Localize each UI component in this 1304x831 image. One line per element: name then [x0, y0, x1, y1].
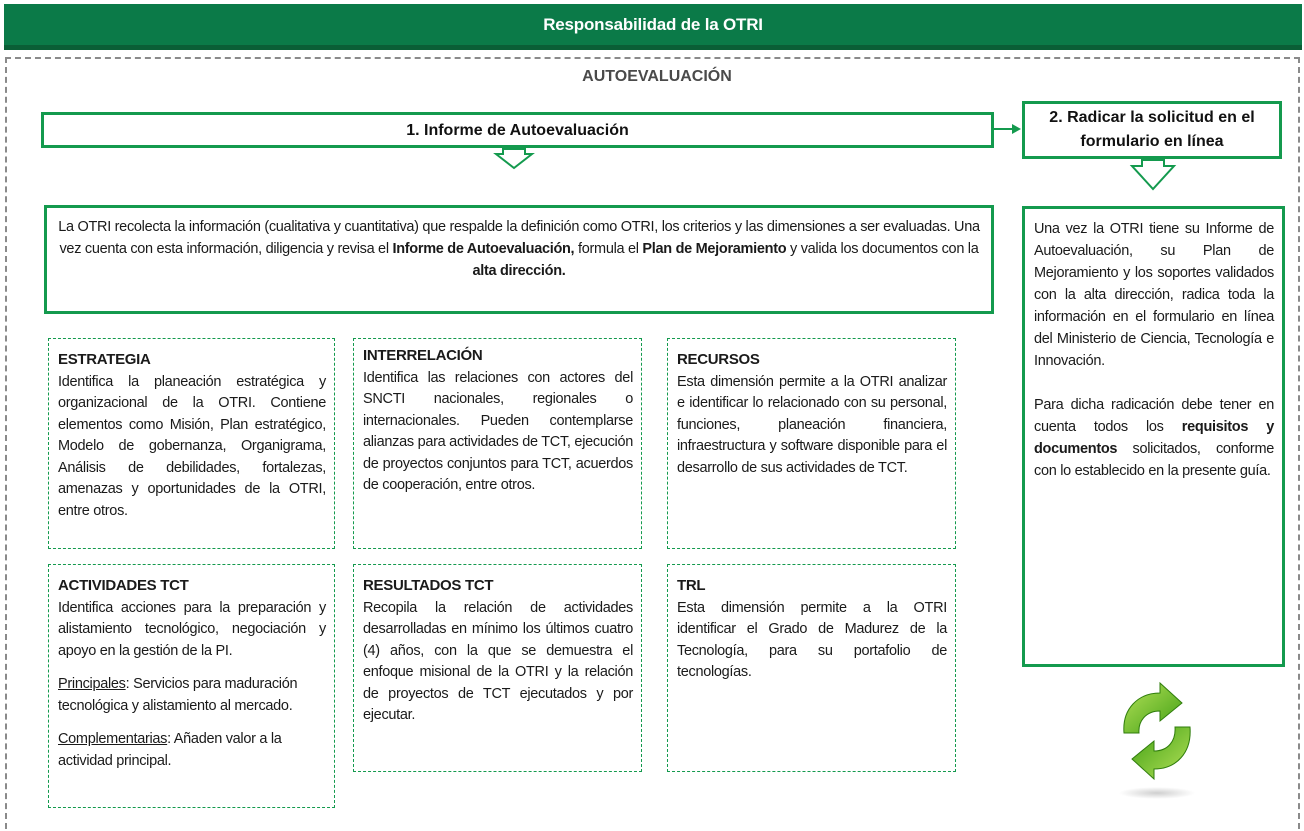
dimension-card-resultados-tct: RESULTADOS TCT Recopila la relación de a…: [353, 564, 642, 772]
submission-info-panel: Una vez la OTRI tiene su Informe de Auto…: [1022, 206, 1285, 667]
card-text: Identifica la planeación estratégica y o…: [58, 373, 326, 519]
card-title: RECURSOS: [677, 351, 760, 368]
desc-text-2: formula el: [574, 241, 643, 257]
desc-text-3: y valida los documentos con la: [786, 241, 979, 257]
desc-bold-plan: Plan de Mejoramiento: [642, 241, 787, 257]
desc-bold-informe: Informe de Autoevaluación,: [392, 241, 575, 257]
side-paragraph-2: Para dicha radicación debe tener en cuen…: [1034, 394, 1274, 482]
step-2-label-line2: formulario en línea: [1080, 133, 1224, 150]
step-1-box: 1. Informe de Autoevaluación: [41, 112, 994, 148]
card-text: Identifica acciones para la preparación …: [58, 599, 326, 659]
card-title: RESULTADOS TCT: [363, 577, 494, 594]
down-arrow-icon: [1129, 159, 1177, 191]
down-arrow-icon: [493, 148, 535, 170]
complementarias-label: Complementarias: [58, 731, 168, 747]
card-title: ESTRATEGIA: [58, 351, 151, 368]
principales-text: : Servicios para maduración tecnológica …: [58, 676, 298, 714]
dimension-card-interrelacion: INTERRELACIÓN Identifica las relaciones …: [353, 338, 642, 549]
header-bar: Responsabilidad de la OTRI: [4, 4, 1302, 50]
desc-text-1: La OTRI recolecta la información (cualit…: [58, 219, 980, 257]
card-text: Esta dimensión permite a la OTRI analiza…: [677, 373, 947, 476]
recycle-arrows-icon: [1119, 681, 1195, 799]
section-title: AUTOEVALUACIÓN: [582, 68, 732, 85]
principales-label: Principales: [58, 676, 126, 692]
section-frame: [5, 57, 1300, 829]
card-text: Identifica las relaciones con actores de…: [363, 369, 633, 494]
header-title: Responsabilidad de la OTRI: [543, 14, 763, 34]
step-2-box: 2. Radicar la solicitud en el formulario…: [1022, 101, 1282, 159]
desc-bold-alta: alta dirección.: [472, 263, 566, 279]
dimension-card-actividades-tct: ACTIVIDADES TCT Identifica acciones para…: [48, 564, 335, 808]
card-complementarias: Complementarias: Añaden valor a la activ…: [58, 729, 326, 772]
dimension-card-trl: TRL Esta dimensión permite a la OTRI ide…: [667, 564, 956, 772]
dimension-card-estrategia: ESTRATEGIA Identifica la planeación estr…: [48, 338, 335, 549]
autoevaluation-description: La OTRI recolecta la información (cualit…: [44, 205, 994, 314]
side-p2-text-c: solicitados, conforme con lo establecido…: [1034, 441, 1274, 479]
complementarias-text: : Añaden valor a la actividad principal.: [58, 731, 282, 769]
step-1-label: 1. Informe de Autoevaluación: [406, 122, 629, 139]
side-paragraph-1: Una vez la OTRI tiene su Informe de Auto…: [1034, 221, 1274, 369]
card-title: INTERRELACIÓN: [363, 347, 483, 364]
side-p2-bold: requisitos y documentos: [1034, 419, 1275, 457]
step-2-label-line1: 2. Radicar la solicitud en el: [1049, 109, 1255, 126]
right-arrow-icon: [994, 124, 1021, 134]
card-title: ACTIVIDADES TCT: [58, 577, 189, 594]
side-p2-text-a: Para dicha radicación debe tener en cuen…: [1034, 397, 1274, 435]
card-principales: Principales: Servicios para maduración t…: [58, 674, 326, 717]
card-text: Recopila la relación de actividades desa…: [363, 599, 633, 724]
dimension-card-recursos: RECURSOS Esta dimensión permite a la OTR…: [667, 338, 956, 549]
card-text: Esta dimensión permite a la OTRI identif…: [677, 599, 947, 681]
card-title: TRL: [677, 577, 706, 594]
